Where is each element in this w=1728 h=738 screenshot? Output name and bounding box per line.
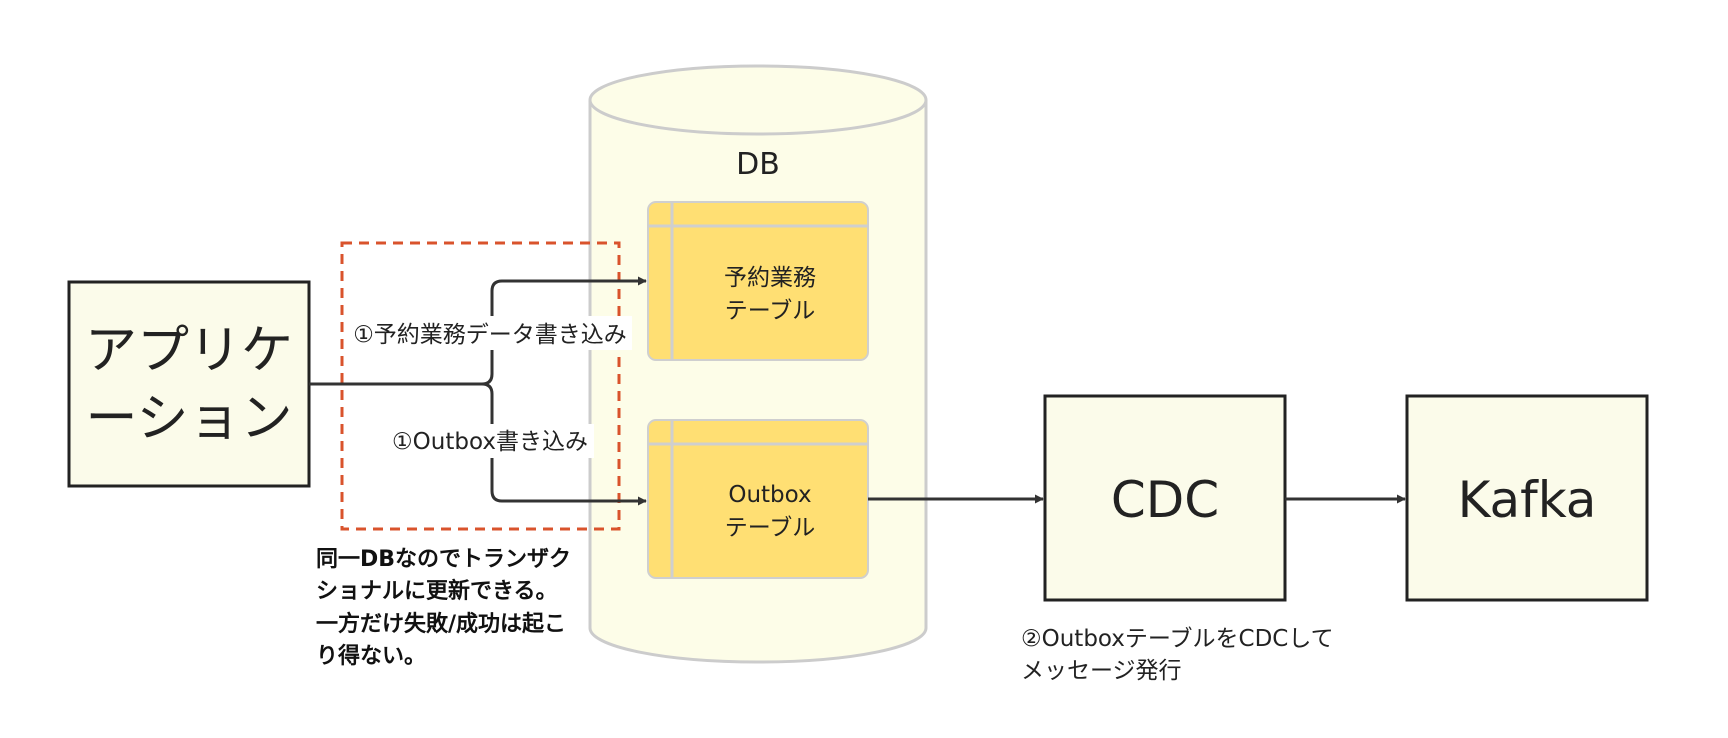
outbox-table-label-line2: テーブル: [725, 515, 816, 541]
cdc-node: CDC: [1043, 394, 1287, 602]
outbox-table: Outbox テーブル: [647, 419, 869, 579]
transaction-note-line4: り得ない。: [316, 643, 426, 669]
outbox-table-label-line1: Outbox: [728, 482, 811, 508]
transaction-note-line3: 一方だけ失敗/成功は起こ: [316, 611, 566, 637]
edge-label-backing: [388, 424, 594, 458]
transaction-boundary: [340, 241, 621, 531]
application-label-line1: アプリケ: [85, 321, 293, 381]
edge-label-backing: [350, 316, 632, 350]
cdc-label: CDC: [1111, 471, 1219, 529]
edge-label-write-reservation: ①予約業務データ書き込み: [353, 322, 627, 348]
reservation-table: 予約業務 テーブル: [647, 201, 869, 361]
edge-write-outbox: [481, 382, 647, 506]
transaction-note: 同一DBなのでトランザク ショナルに更新できる。 一方だけ失敗/成功は起こ り得…: [316, 547, 571, 669]
db-label: DB: [736, 147, 780, 182]
application-label-line2: ーション: [86, 389, 293, 449]
kafka-node: Kafka: [1405, 394, 1649, 602]
application-node: アプリケ ーション: [67, 280, 311, 488]
reservation-table-label-line2: テーブル: [725, 298, 816, 324]
transaction-note-line1: 同一DBなのでトランザク: [316, 547, 571, 572]
transaction-note-line2: ショナルに更新できる。: [316, 578, 558, 604]
edge-label-write-outbox: ①Outbox書き込み: [392, 429, 588, 455]
kafka-label: Kafka: [1458, 471, 1597, 529]
reservation-table-label-line1: 予約業務: [724, 265, 816, 291]
cdc-publish-caption-line1: ②OutboxテーブルをCDCして: [1021, 626, 1334, 652]
cdc-publish-caption-line2: メッセージ発行: [1021, 658, 1182, 684]
